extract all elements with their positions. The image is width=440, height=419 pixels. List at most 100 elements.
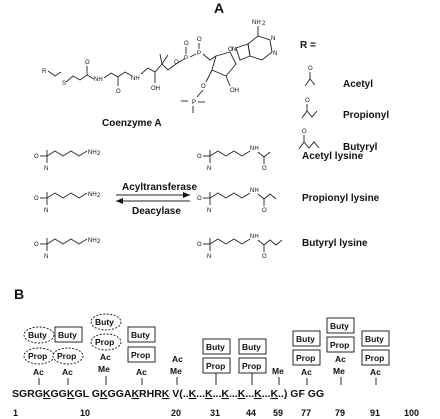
buty-box-k31 (202, 338, 231, 355)
site-mods-k31: Buty Prop (202, 338, 231, 385)
propionyl-structure: O (301, 98, 318, 119)
site-mods-k12: Buty Prop Ac Me (90, 313, 122, 385)
prop-tag-k8: Prop (57, 351, 76, 361)
coenzyme-a-label: Coenzyme A (102, 118, 162, 129)
lysine-product-propionyl: Propionyl lysine (302, 193, 380, 204)
residue-number-79: 79 (335, 408, 345, 418)
prod-o-acyl-3: O (262, 254, 267, 260)
me-tag-k59: Me (272, 366, 284, 376)
lys-nh2-sub-2: 2 (97, 193, 101, 199)
seq-part-11: .. (183, 388, 189, 400)
ac-tag-k5: Ac (33, 367, 44, 377)
ac-tag-k79: Ac (335, 354, 346, 364)
oh-atom-1: OH (151, 86, 160, 92)
acetyl-o-atom: O (308, 66, 313, 72)
acyl-group-butyryl: Butyryl (343, 142, 378, 153)
seq-part-6: GGA (108, 388, 132, 400)
residue-number-10: 10 (80, 408, 90, 418)
nh2-ring-sub: 2 (262, 21, 266, 27)
prod-o-acyl-2: O (262, 208, 267, 214)
prod-o-3: O (197, 242, 202, 248)
o-atom-1: O (85, 60, 90, 66)
buty-tag-k16: Buty (131, 330, 150, 340)
site-mods-k59: Me (272, 366, 284, 385)
seq-part-23: ..) GF GG (278, 388, 324, 400)
residue-numbers: 1 10 20 31 44 59 77 79 91 100 (13, 408, 419, 418)
residue-number-44: 44 (246, 408, 256, 418)
seq-lysine-k20: K (162, 388, 170, 400)
acetyl-structure: O (304, 66, 316, 87)
butyryl-o-atom: O (302, 129, 307, 135)
residue-number-20: 20 (171, 408, 181, 418)
buty-tag-k91: Buty (365, 334, 384, 344)
me-tag-k20: Me (170, 366, 182, 376)
prod-nh-1: NH (250, 146, 259, 152)
oh-atom-2: OH (230, 88, 239, 94)
prop-tag-k5: Prop (28, 351, 47, 361)
n-ring-atom-3: N (232, 47, 236, 53)
buty-tag-k77: Buty (296, 334, 315, 344)
me-tag-k79: Me (333, 366, 345, 376)
site-mods-k16: Buty Prop Ac (127, 326, 156, 385)
prod-nh-2: NH (250, 188, 259, 194)
nh-atom-1: NH (94, 77, 103, 83)
panel-b-label: B (14, 286, 24, 302)
p-atom-2: P (197, 51, 201, 57)
prod-n-2: N (207, 208, 211, 214)
lys-o-1: O (34, 154, 39, 160)
o-atom-4: O (184, 41, 189, 47)
seq-part-8: RHR (139, 388, 162, 400)
lys-nh2-sub-3: 2 (97, 239, 101, 245)
residue-number-1: 1 (13, 408, 18, 418)
ac-tag-k12: Ac (100, 352, 111, 362)
forward-arrowhead (183, 192, 190, 198)
propionyl-o-atom: O (305, 98, 310, 104)
n-ring-atom-1: N (271, 36, 275, 42)
prop-tag-k12: Prop (95, 337, 114, 347)
o-atom-ring: O (228, 47, 233, 53)
r-atom: R (42, 69, 47, 75)
prop-box-k31 (202, 357, 231, 374)
prop-box-k16 (127, 346, 156, 363)
lys-nh2-2: NH (88, 192, 97, 198)
prop-box-k77 (292, 349, 321, 366)
me-tag-k12: Me (98, 364, 110, 374)
residue-number-77: 77 (301, 408, 311, 418)
reverse-arrowhead (116, 198, 123, 204)
site-mods-k20: Ac Me (170, 354, 183, 385)
o-atom-5: O (197, 37, 202, 43)
prop-tag-k16: Prop (131, 350, 150, 360)
seq-part-0: SGRG (12, 388, 43, 400)
lys-o-2: O (34, 196, 39, 202)
seq-lysine-k79: K (254, 388, 262, 400)
histone-sequence: SGRGKGGKGL GKGGAKRHRK V(..K...K...K...K.… (12, 388, 324, 400)
nh-atom-2: NH (131, 76, 140, 82)
seq-lysine-k77: K (238, 388, 246, 400)
lys-n-2: N (44, 208, 48, 214)
seq-part-21: ... (262, 388, 271, 400)
prod-nh-3: NH (250, 234, 259, 240)
seq-lysine-k12: K (100, 388, 108, 400)
seq-lysine-k5: K (43, 388, 51, 400)
lys-nh2-sub-1: 2 (97, 151, 101, 157)
site-mods-k44: Buty Prop (238, 338, 267, 385)
seq-part-4: GL G (74, 388, 99, 400)
prop-box-k91 (361, 349, 390, 366)
ac-tag-k20: Ac (172, 354, 183, 364)
seq-lysine-k44: K (205, 388, 213, 400)
seq-part-15: ... (213, 388, 222, 400)
ac-tag-k91: Ac (370, 367, 381, 377)
lysine-row-1: O N NH 2 O N NH O (34, 146, 271, 172)
residue-number-100: 100 (404, 408, 419, 418)
p-atom-1: P (184, 56, 188, 62)
seq-lysine-k59: K (221, 388, 229, 400)
buty-box-k16 (127, 326, 156, 343)
site-mods-k91: Buty Prop Ac (361, 330, 390, 385)
site-mods-k77: Buty Prop Ac (292, 330, 321, 385)
acyl-group-propionyl: Propionyl (343, 110, 389, 121)
lysine-row-3: O N NH 2 O N NH O (34, 234, 283, 260)
prop-tag-k77: Prop (296, 353, 315, 363)
nh2-ring-atom: NH (252, 20, 261, 26)
prop-box-k79 (326, 336, 355, 353)
